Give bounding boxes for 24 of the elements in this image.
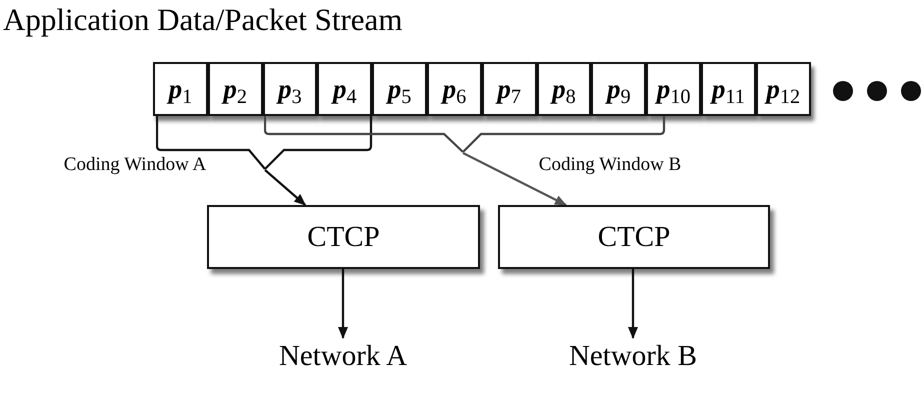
packet-cell: p$_{10}$	[646, 62, 701, 116]
packet-cell: p$_{9}$	[591, 62, 646, 116]
packet-cell: p$_{4}$	[317, 62, 372, 116]
packet-cell: p$_{1}$	[153, 62, 208, 116]
process-box: CTCP	[207, 205, 480, 269]
arrow	[264, 169, 306, 206]
packet-cell: p$_{7}$	[482, 62, 537, 116]
window-label: Coding Window B	[538, 154, 682, 176]
packet-cell: p$_{12}$	[756, 62, 811, 116]
window-label: Coding Window A	[62, 154, 208, 176]
packet-cell: p$_{11}$	[701, 62, 756, 116]
bracket	[264, 116, 666, 153]
process-box: CTCP	[498, 205, 770, 269]
packet-cell: p$_{5}$	[372, 62, 427, 116]
network-label: Network A	[268, 338, 418, 374]
arrow	[338, 269, 348, 339]
packet-cell: p$_{6}$	[427, 62, 482, 116]
diagram-title: Application Data/Packet Stream	[3, 2, 402, 38]
arrow	[462, 152, 567, 206]
packet-cell: p$_{8}$	[536, 62, 592, 116]
network-label: Network B	[555, 338, 711, 374]
packet-cell: p$_{3}$	[262, 62, 318, 116]
arrow	[628, 269, 638, 339]
packet-cell: p$_{2}$	[208, 62, 263, 116]
